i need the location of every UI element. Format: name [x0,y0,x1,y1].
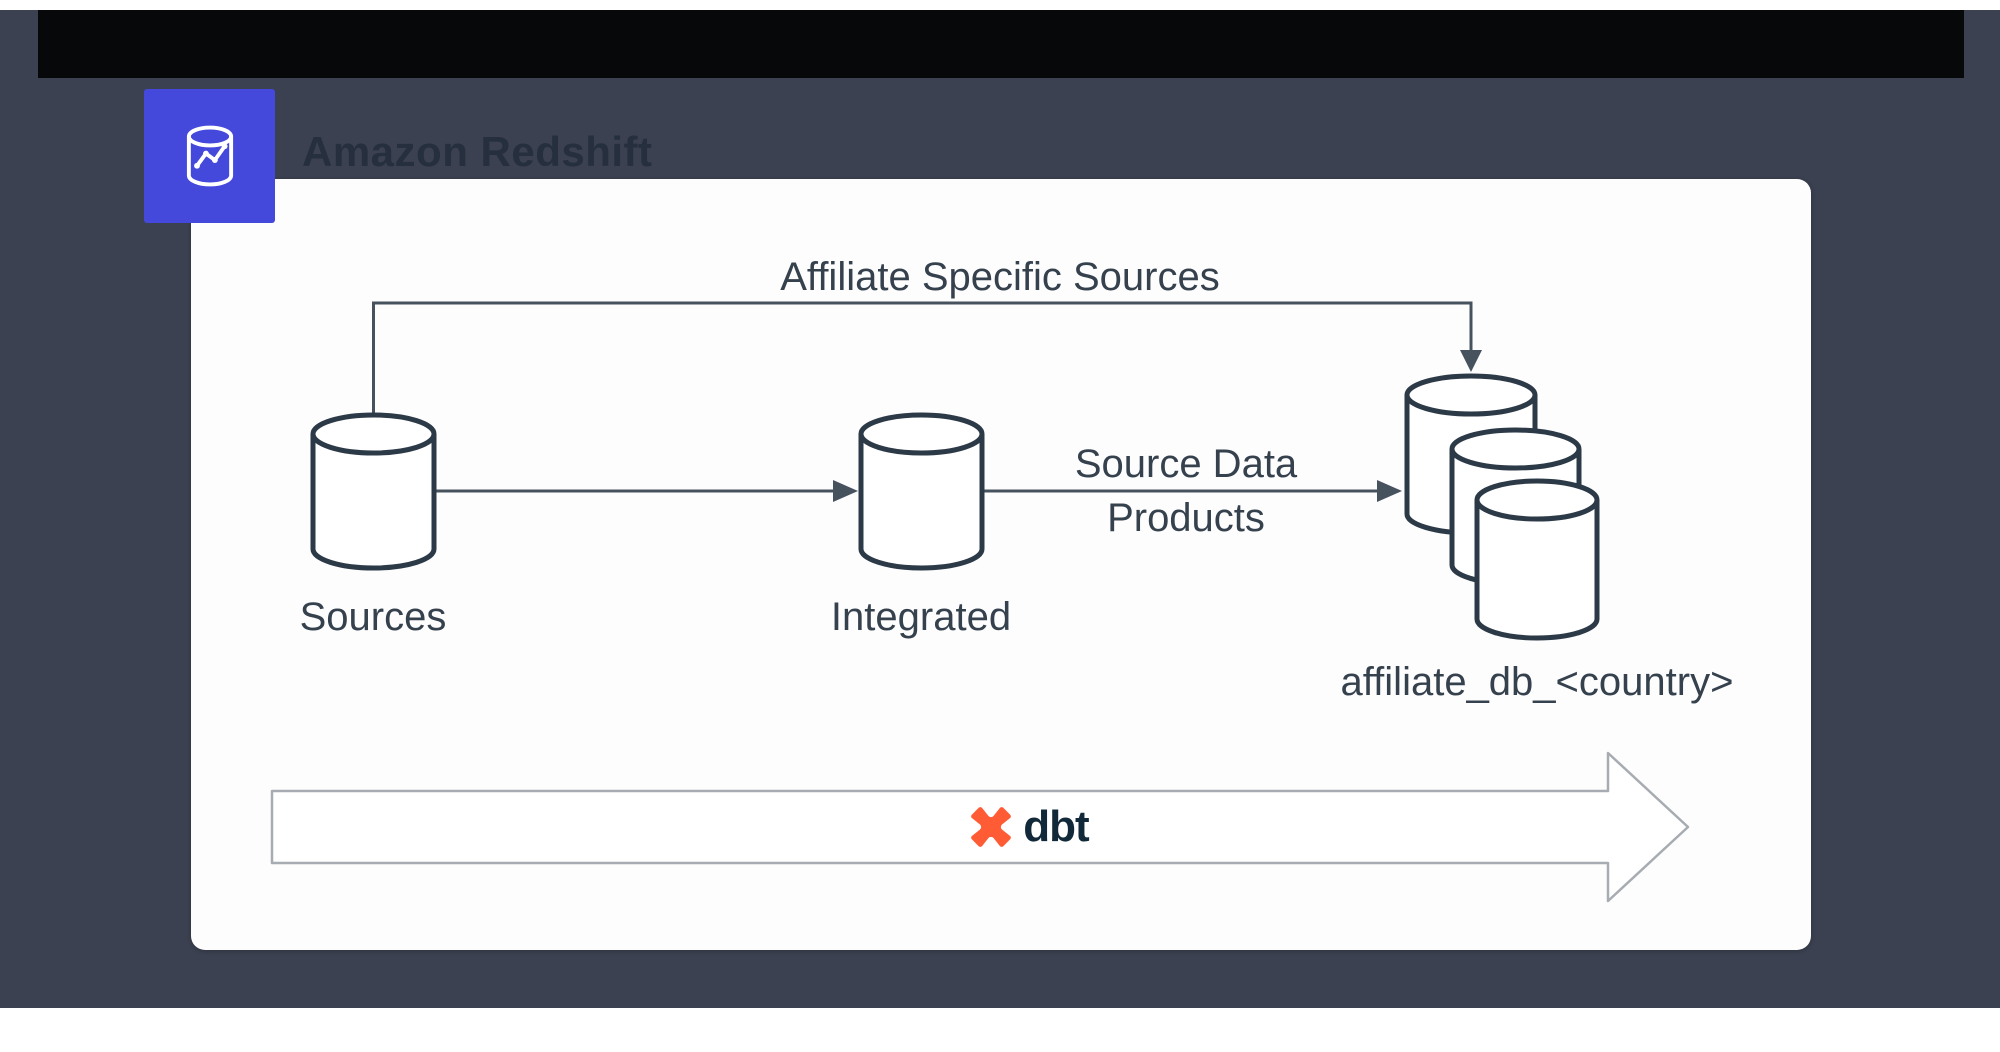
dbt-logo: dbt [935,798,1125,856]
redshift-badge [144,89,275,223]
sources-label: Sources [299,595,447,639]
dbt-wordmark: dbt [1023,802,1089,851]
top-band [38,10,1964,78]
dbt-icon [971,807,1012,847]
redshift-database-chart-icon [186,125,233,187]
source-data-products-label: Source Data Products [1074,442,1298,540]
redshift-title: Amazon Redshift [302,128,653,175]
affiliate-db-label: affiliate_db_<country> [1340,660,1734,704]
affiliate-specific-sources-label: Affiliate Specific Sources [780,255,1220,299]
integrated-label: Integrated [830,595,1012,639]
